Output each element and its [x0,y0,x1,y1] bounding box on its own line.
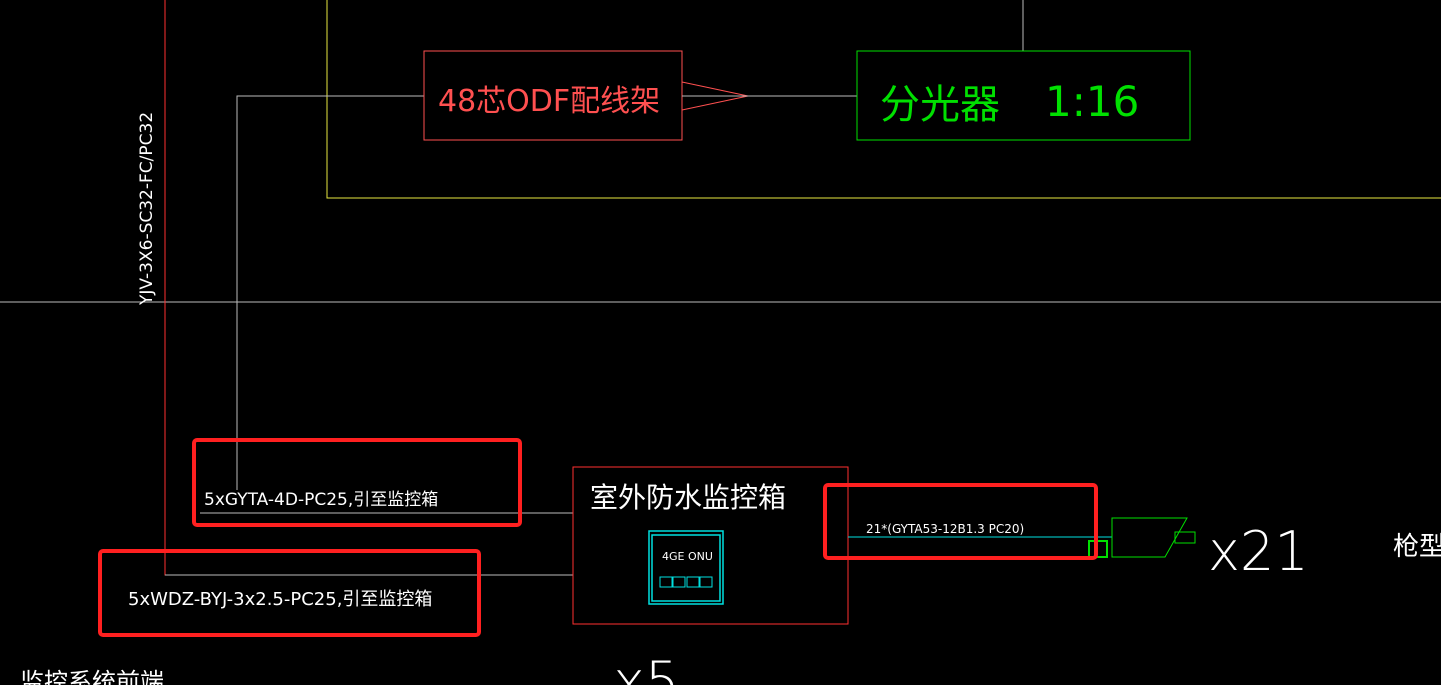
odf-label: 48芯ODF配线架 [438,84,660,119]
monitor-box[interactable] [572,466,849,625]
splitter-ratio: 1:16 [1045,77,1139,126]
camera-count: x21 [1208,520,1309,583]
monitor-box-title: 室外防水监控箱 [590,481,786,514]
ethernet-ports [659,576,713,588]
fiber-line [236,95,424,490]
fiber-cable-label: 5xGYTA-4D-PC25,引至监控箱 [204,490,438,510]
section-title: 监控系统前端 [20,668,164,685]
vertical-cable-label: YJV-3X6-SC32-FC/PC32 [137,112,157,306]
camera-cable-label: 21*(GYTA53-12B1.3 PC20) [866,522,1024,536]
highlight-power-cable [98,549,481,637]
onu-device[interactable] [648,530,724,605]
highlight-camera-cable [823,483,1098,560]
power-cable-label: 5xWDZ-BYJ-3x2.5-PC25,引至监控箱 [128,589,432,610]
camera-icon [1111,517,1196,558]
splitter-box[interactable] [856,50,1191,141]
camera-type-label: 枪型摄 [1393,532,1441,562]
box-count: x5 [613,650,679,685]
yellow-bus-line [326,0,1441,199]
highlight-fiber-cable [192,438,522,527]
splitter-label: 分光器 [880,82,1000,128]
onu-label: 4GE ONU [662,550,713,563]
